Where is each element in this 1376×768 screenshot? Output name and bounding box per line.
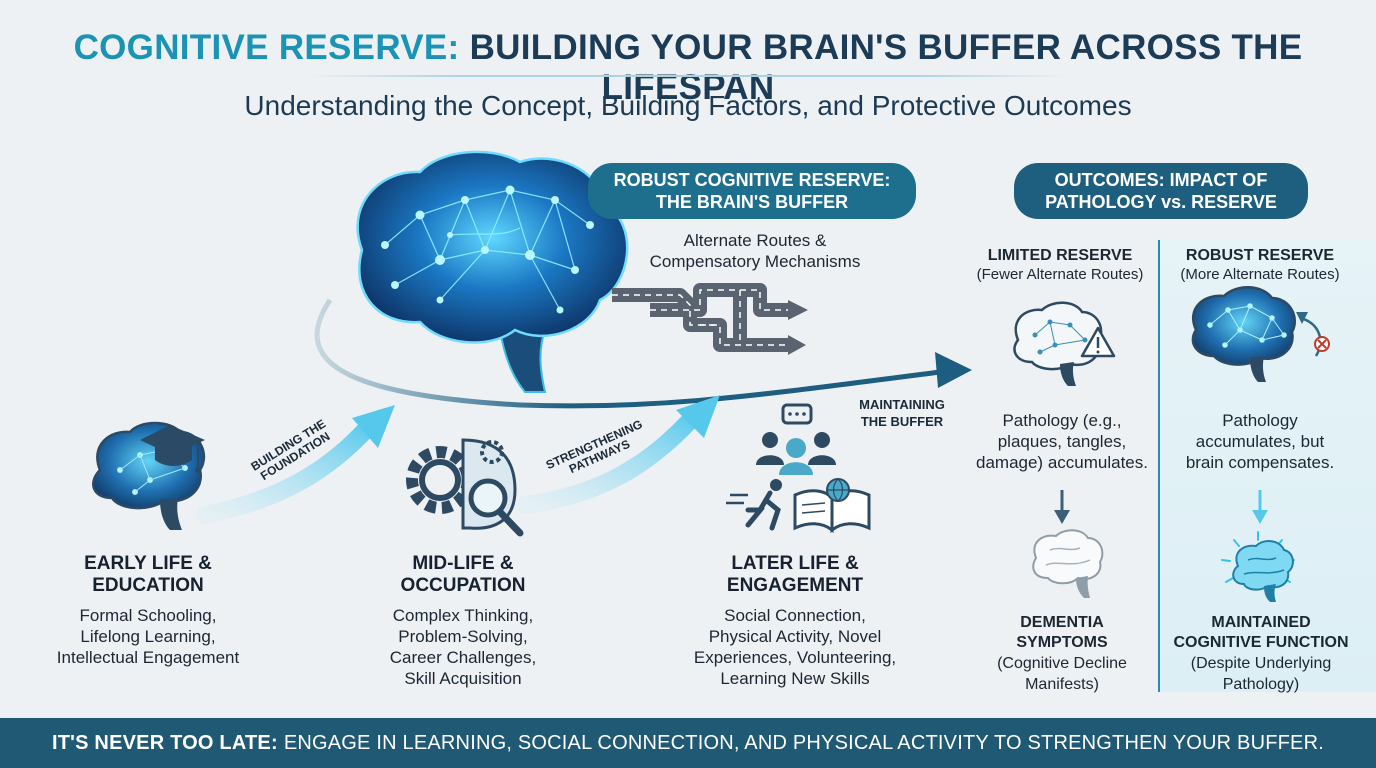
limited-reserve-heading: LIMITED RESERVE (Fewer Alternate Routes) [960,247,1160,285]
title-rest: BUILDING YOUR BRAIN'S BUFFER ACROSS THE … [469,28,1303,107]
stage2-desc-line: Career Challenges, [389,648,537,667]
maintain-label-line2: THE BUFFER [860,414,944,429]
robust-pill-line1: ROBUST COGNITIVE RESERVE: [613,170,891,190]
robust-brain-icon [1191,286,1297,382]
stage1-desc-line: Formal Schooling, [79,606,217,625]
open-book-globe-icon [793,478,871,534]
alternate-routes-line2: Compensatory Mechanisms [649,252,861,271]
maintained-function-note: (Despite Underlying Pathology) [1163,653,1359,695]
central-brain-icon [356,150,629,393]
maintained-note-line1: (Despite Underlying [1190,655,1332,672]
stage2-title-line2: OCCUPATION [400,575,526,596]
limited-pathology-text: Pathology (e.g., plaques, tangles, damag… [962,410,1162,473]
robust-text-line: accumulates, but [1195,432,1325,451]
runner-icon [726,479,782,531]
stage-mid-life-title: MID-LIFE & OCCUPATION [370,553,556,597]
maintain-label-line1: MAINTAINING [859,397,945,412]
stage1-title-line2: EDUCATION [92,575,204,596]
stage3-desc-line: Experiences, Volunteering, [693,648,897,667]
limited-reserve-subtitle: (Fewer Alternate Routes) [976,266,1144,283]
title-accent: COGNITIVE RESERVE: [73,28,460,67]
page-subtitle: Understanding the Concept, Building Fact… [244,90,1132,121]
maintained-title-line2: COGNITIVE FUNCTION [1173,634,1349,651]
limited-down-arrow [1054,490,1070,524]
page-title: COGNITIVE RESERVE: BUILDING YOUR BRAIN'S… [0,28,1376,108]
stage3-desc-line: Physical Activity, Novel [708,627,882,646]
stage2-desc-line: Complex Thinking, [392,606,534,625]
faded-brain-icon [1032,529,1104,598]
outcomes-pill-line2: PATHOLOGY vs. RESERVE [1045,192,1277,212]
stage-early-life-description: Formal Schooling, Lifelong Learning, Int… [30,605,266,668]
stage3-desc-line: Learning New Skills [720,669,870,688]
stage2-desc-line: Problem-Solving, [398,627,528,646]
social-people-icon [756,403,836,475]
alternate-routes-caption: Alternate Routes & Compensatory Mechanis… [610,230,900,272]
stage1-desc-line: Intellectual Engagement [56,648,240,667]
dementia-title-line1: DEMENTIA [1020,614,1104,631]
alternate-routes-roads-icon [612,283,808,355]
building-foundation-arrow [196,405,395,524]
dementia-symptoms-note: (Cognitive Decline Manifests) [975,653,1149,695]
limited-text-line: damage) accumulates. [976,453,1148,472]
robust-pathology-text: Pathology accumulates, but brain compens… [1162,410,1358,473]
limited-brain-icon [1013,301,1103,386]
limited-reserve-title: LIMITED RESERVE [987,247,1133,264]
maintained-note-line2: Pathology) [1222,676,1300,693]
stage-early-life-title: EARLY LIFE & EDUCATION [60,553,236,597]
maintaining-buffer-label: MAINTAINING THE BUFFER [842,396,962,430]
maintaining-swoosh-arrow [314,298,972,409]
stage2-desc-line: Skill Acquisition [404,669,522,688]
maintained-function-title: MAINTAINED COGNITIVE FUNCTION [1163,613,1359,653]
dementia-note-line1: (Cognitive Decline [997,655,1127,672]
strengthening-pathways-arrow [516,395,720,514]
limited-text-line: plaques, tangles, [997,432,1127,451]
title-divider [308,75,1068,77]
stage2-title-line1: MID-LIFE & [412,553,514,574]
robust-reserve-subtitle: (More Alternate Routes) [1180,266,1340,283]
outcomes-pill-line1: OUTCOMES: IMPACT OF [1054,170,1268,190]
robust-text-line: brain compensates. [1185,453,1335,472]
robust-reserve-heading: ROBUST RESERVE (More Alternate Routes) [1160,247,1360,285]
graduation-brain-icon [92,421,206,530]
robust-text-line: Pathology [1222,411,1298,430]
glowing-brain-icon [1221,531,1295,602]
stage-later-life-description: Social Connection, Physical Activity, No… [672,605,918,689]
dementia-title-line2: SYMPTOMS [1016,634,1108,651]
robust-reserve-title: ROBUST RESERVE [1185,247,1335,264]
reroute-arrow-icon [1296,312,1330,357]
stage3-desc-line: Social Connection, [724,606,866,625]
gear-magnifier-icon [406,438,524,537]
robust-reserve-badge: ROBUST COGNITIVE RESERVE: THE BRAIN'S BU… [588,163,916,219]
dementia-note-line2: Manifests) [1025,676,1099,693]
warning-icon [1080,326,1116,358]
stage-mid-life-description: Complex Thinking, Problem-Solving, Caree… [350,605,576,689]
maintained-title-line1: MAINTAINED [1211,614,1311,631]
stage3-title-line1: LATER LIFE & [731,553,859,574]
stage1-desc-line: Lifelong Learning, [80,627,216,646]
limited-text-line: Pathology (e.g., [1002,411,1122,430]
footer-lead: IT'S NEVER TOO LATE: [52,731,278,754]
footer-message: ENGAGE IN LEARNING, SOCIAL CONNECTION, A… [283,731,1324,754]
stage1-title-line1: EARLY LIFE & [84,553,212,574]
dementia-symptoms-title: DEMENTIA SYMPTOMS [980,613,1144,653]
footer-banner: IT'S NEVER TOO LATE: ENGAGE IN LEARNING,… [0,718,1376,768]
robust-pill-line2: THE BRAIN'S BUFFER [655,192,849,212]
stage3-title-line2: ENGAGEMENT [726,575,864,596]
alternate-routes-line1: Alternate Routes & [683,231,827,250]
stage-later-life-title: LATER LIFE & ENGAGEMENT [700,553,890,597]
robust-down-arrow [1252,490,1268,524]
outcomes-badge: OUTCOMES: IMPACT OF PATHOLOGY vs. RESERV… [1014,163,1308,219]
